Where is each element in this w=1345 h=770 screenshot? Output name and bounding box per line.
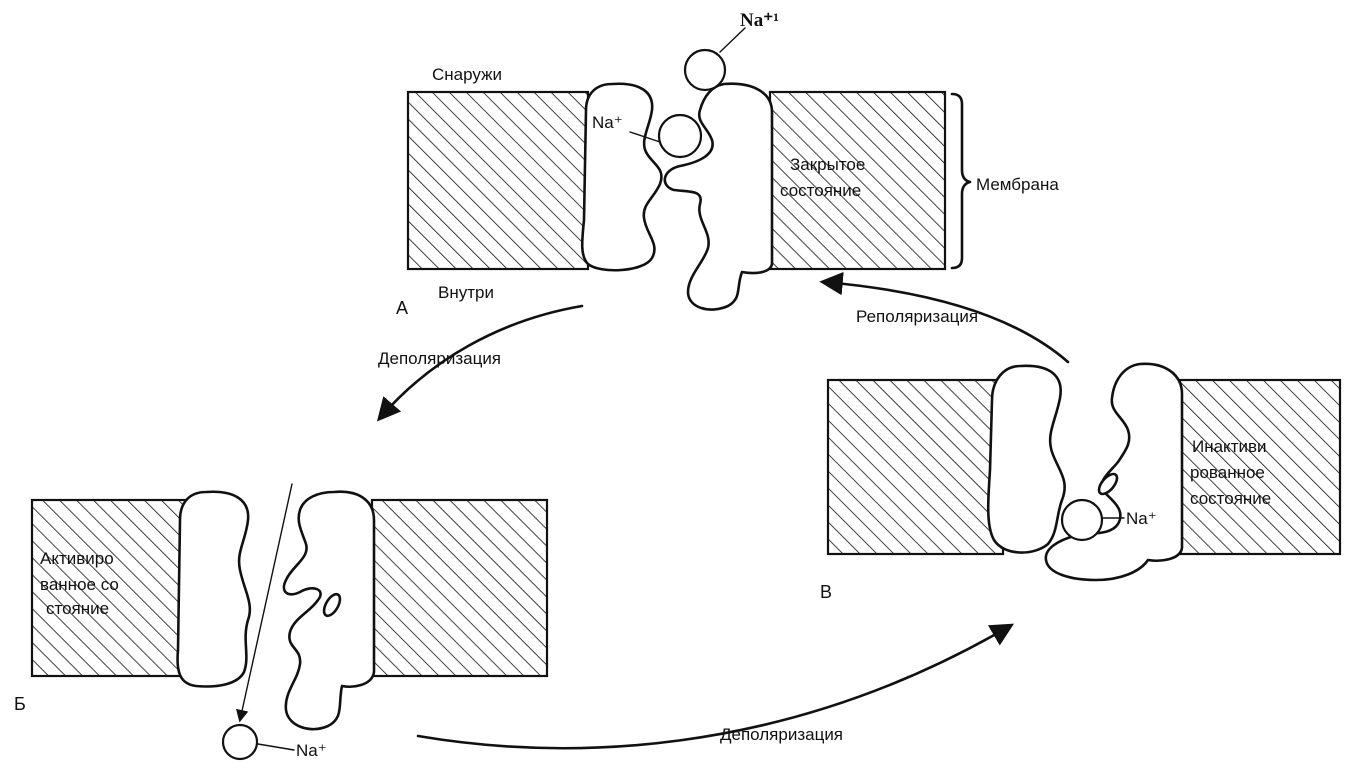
leader-a-ion-outer bbox=[720, 28, 745, 52]
channel-v-right-subunit bbox=[1046, 364, 1182, 580]
transition-v-to-a-label: Реполяризация bbox=[856, 307, 978, 326]
membrane-b-right bbox=[372, 500, 547, 676]
transition-a-to-b-label: Деполяризация bbox=[378, 349, 501, 368]
ion-v-label: Na⁺ bbox=[1126, 509, 1157, 528]
membrane-label: Мембрана bbox=[976, 175, 1059, 194]
membrane-brace bbox=[952, 94, 970, 268]
state-v-label-line3: состояние bbox=[1190, 489, 1271, 508]
membrane-v-left bbox=[828, 380, 1003, 554]
state-b-label-line3: стояние bbox=[46, 599, 109, 618]
state-b-label-line1: Активиро bbox=[40, 549, 114, 568]
state-a-label-line2: состояние bbox=[780, 181, 861, 200]
membrane-a-left bbox=[408, 92, 588, 269]
transition-b-to-v-label: Деполяризация bbox=[720, 725, 843, 744]
state-v-inactivated: Инактиви рованное состояние Na⁺ В bbox=[820, 364, 1340, 602]
inside-label: Внутри bbox=[438, 283, 494, 302]
state-b-letter: Б bbox=[14, 694, 26, 714]
ion-a-inner-label: Na⁺ bbox=[592, 113, 623, 132]
channel-v-left-subunit bbox=[988, 366, 1064, 553]
ion-a-outer bbox=[685, 50, 725, 90]
ion-v bbox=[1062, 500, 1102, 540]
state-v-label-line1: Инактиви bbox=[1192, 437, 1267, 456]
state-v-letter: В bbox=[820, 582, 832, 602]
outside-label: Снаружи bbox=[432, 65, 502, 84]
state-a-letter: А bbox=[396, 298, 408, 318]
channel-b-left-subunit bbox=[178, 492, 250, 687]
state-b-activated: Активиро ванное со стояние Б Na⁺ bbox=[14, 484, 547, 760]
ion-a-outer-label: Na⁺¹ bbox=[740, 10, 779, 31]
state-a-label-line1: Закрытое bbox=[790, 155, 865, 174]
ion-b-label: Na⁺ bbox=[296, 741, 327, 760]
ion-a-inner bbox=[659, 115, 701, 157]
state-a-closed: Na⁺¹ Снаружи Na⁺ Закрытое состояние Мемб… bbox=[396, 10, 1059, 318]
channel-a-left-subunit bbox=[582, 84, 661, 271]
leader-b-ion bbox=[258, 744, 294, 750]
ion-b bbox=[223, 725, 257, 759]
state-v-label-line2: рованное bbox=[1190, 463, 1265, 482]
state-b-label-line2: ванное со bbox=[40, 575, 119, 594]
